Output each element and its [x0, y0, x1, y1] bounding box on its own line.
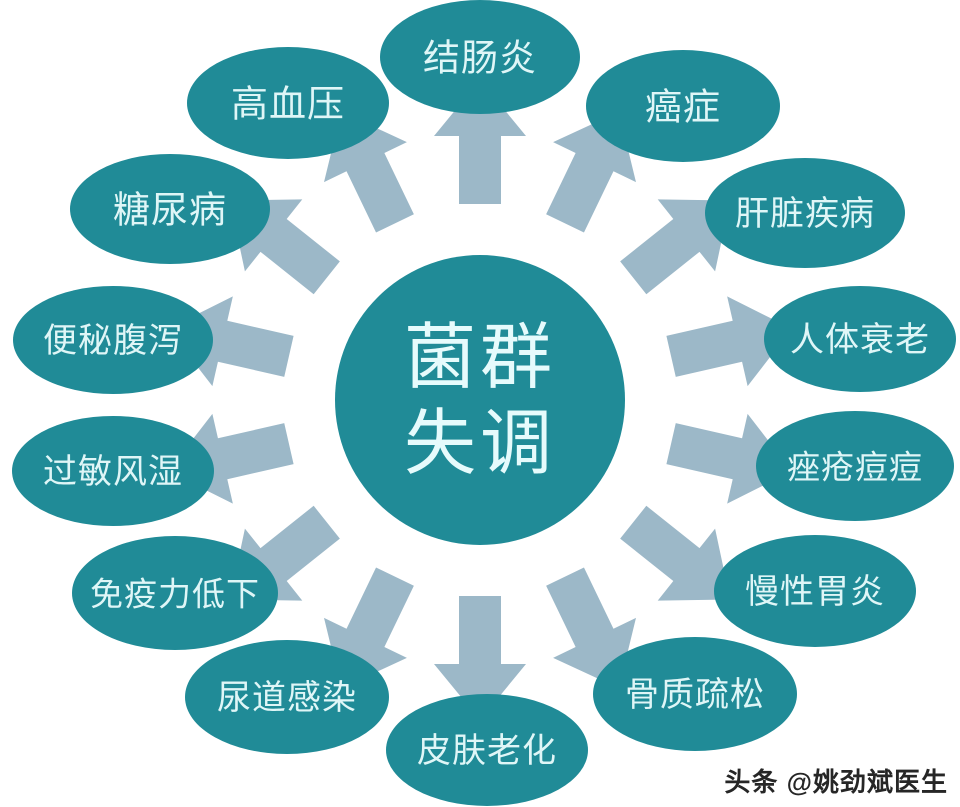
node-ellipse[interactable] [714, 535, 916, 647]
arrow-icon [434, 596, 526, 720]
node-aizheng[interactable]: 癌症 [586, 50, 780, 162]
node-ellipse[interactable] [13, 286, 213, 394]
node-ellipse[interactable] [70, 154, 270, 264]
node-label: 便秘腹泻 [43, 322, 183, 360]
node-ganzangjibing[interactable]: 肝脏疾病 [705, 158, 905, 268]
node-jiechangyan[interactable]: 结肠炎 [380, 0, 580, 114]
node-label: 糖尿病 [113, 190, 227, 231]
center-label-line2: 失调 [404, 404, 556, 484]
node-label: 癌症 [645, 87, 721, 128]
node-rentishuailao[interactable]: 人体衰老 [764, 286, 956, 392]
node-ellipse[interactable] [756, 411, 954, 521]
node-label: 慢性胃炎 [745, 573, 885, 611]
node-label: 人体衰老 [790, 321, 930, 359]
node-tangniaobing[interactable]: 糖尿病 [70, 154, 270, 264]
node-label: 免疫力低下 [90, 576, 260, 613]
node-ellipse[interactable] [72, 536, 278, 650]
node-ellipse[interactable] [12, 416, 214, 526]
node-guzhishusong[interactable]: 骨质疏松 [593, 637, 797, 751]
node-pifulaohua[interactable]: 皮肤老化 [386, 694, 588, 806]
node-label: 尿道感染 [217, 679, 357, 717]
node-label: 肝脏疾病 [735, 195, 875, 233]
node-ellipse[interactable] [187, 47, 389, 159]
node-ellipse[interactable] [386, 694, 588, 806]
node-ellipse[interactable] [764, 286, 956, 392]
node-ellipse[interactable] [586, 50, 780, 162]
arrow-icon [666, 296, 792, 387]
watermark: 头条 @姚劲斌医生 [724, 767, 948, 797]
arrow-icon [620, 505, 731, 601]
center-circle[interactable] [335, 255, 625, 545]
node-label: 骨质疏松 [625, 676, 765, 714]
node-ellipse[interactable] [380, 0, 580, 114]
node-ellipse[interactable] [185, 640, 389, 754]
node-biannifuxie[interactable]: 便秘腹泻 [13, 286, 213, 394]
node-mianyilidixia[interactable]: 免疫力低下 [72, 536, 278, 650]
arrow-icon [620, 199, 731, 295]
center-label-line1: 菌群 [404, 318, 556, 398]
node-niaodaoganran[interactable]: 尿道感染 [185, 640, 389, 754]
node-label: 高血压 [231, 84, 345, 125]
node-guominfengshi[interactable]: 过敏风湿 [12, 416, 214, 526]
node-label: 痤疮痘痘 [787, 449, 923, 486]
node-label: 过敏风湿 [43, 453, 183, 491]
node-cuochuangdoudou[interactable]: 痤疮痘痘 [756, 411, 954, 521]
node-manxingweiyan[interactable]: 慢性胃炎 [714, 535, 916, 647]
node-label: 结肠炎 [423, 38, 537, 79]
node-label: 皮肤老化 [417, 732, 557, 770]
node-gaoxueya[interactable]: 高血压 [187, 47, 389, 159]
node-ellipse[interactable] [705, 158, 905, 268]
center-hub[interactable]: 菌群 失调 [335, 255, 625, 545]
arrow-icon [546, 567, 636, 689]
node-ellipse[interactable] [593, 637, 797, 751]
